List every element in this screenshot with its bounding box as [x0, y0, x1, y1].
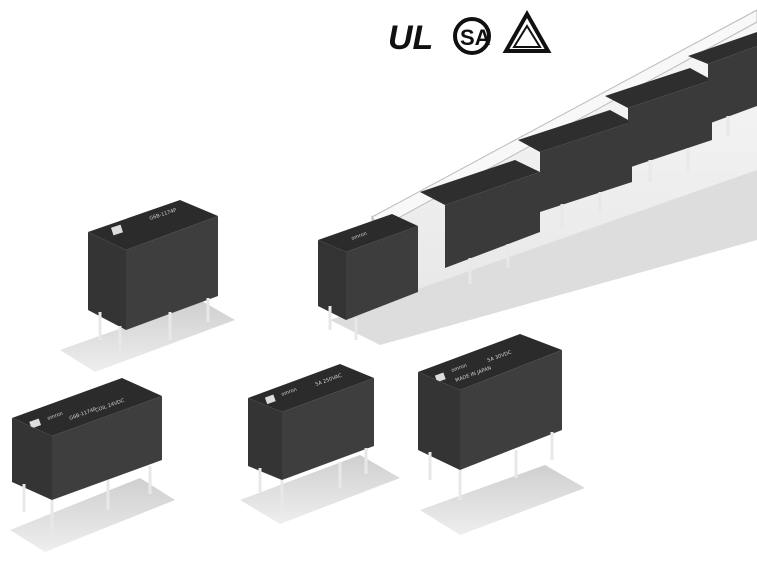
ul-mark-icon: UL — [388, 19, 433, 57]
svg-text:omron: omron — [281, 387, 298, 398]
tube-relay-3 — [605, 68, 712, 182]
tube-front-relay: omron — [318, 214, 418, 340]
relay-bottom-center: omron 5A 250VAC — [240, 364, 400, 524]
svg-text:UL: UL — [388, 19, 433, 57]
relay-upright: G6B-1174P — [60, 200, 235, 372]
svg-text:omron: omron — [47, 411, 64, 422]
tube-relay-1 — [420, 160, 540, 284]
svg-text:omron: omron — [351, 231, 368, 242]
csa-mark-icon: SA — [453, 17, 491, 55]
svg-text:SA: SA — [460, 25, 491, 50]
svg-text:omron: omron — [451, 363, 468, 374]
tuv-triangle-icon — [502, 9, 552, 53]
tube-relay-2 — [518, 110, 632, 228]
tube-relay-4 — [688, 32, 757, 136]
relay-tube: omron — [318, 9, 757, 345]
certification-marks: UL SA — [388, 9, 552, 57]
relay-bottom-right: omron 5A 30VDC MADE IN JAPAN — [418, 334, 585, 535]
relay-bottom-left: omron G6B-1174P COIL 24VDC — [10, 378, 175, 552]
